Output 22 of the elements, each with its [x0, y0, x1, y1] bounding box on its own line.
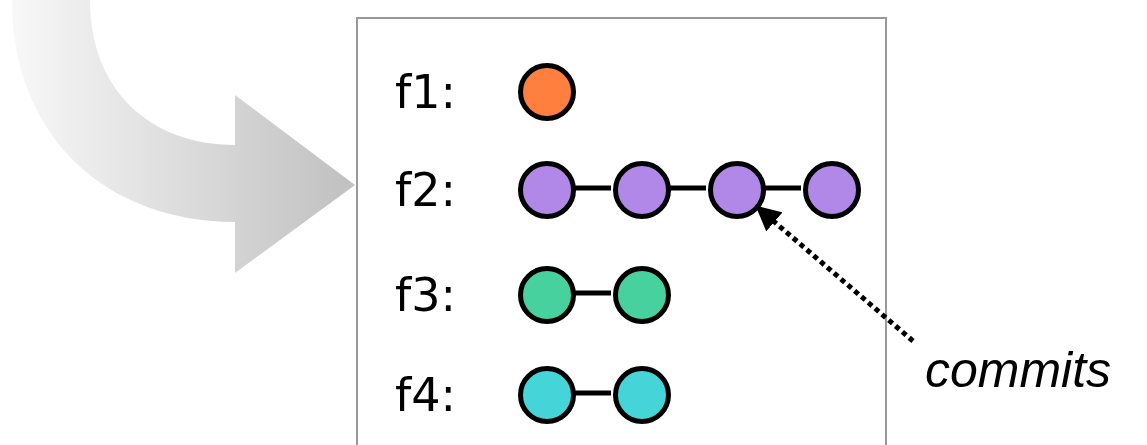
connector-line	[669, 185, 706, 191]
commit-circle	[518, 63, 576, 121]
commit-circle	[518, 366, 576, 424]
commit-circle	[803, 161, 861, 219]
row-label: f3:	[395, 272, 456, 318]
row-label: f1:	[395, 69, 456, 115]
commit-circle	[518, 266, 576, 324]
commit-circle	[708, 161, 766, 219]
commit-circle	[613, 161, 671, 219]
commit-circle	[518, 161, 576, 219]
commit-circle	[613, 366, 671, 424]
curved-arrow	[12, 0, 355, 273]
leader-line	[755, 205, 915, 343]
connector-line	[764, 185, 801, 191]
row-label: f4:	[395, 372, 456, 418]
callout-label: commits	[925, 345, 1112, 395]
connector-line	[574, 290, 611, 296]
panel-box	[356, 17, 887, 445]
commit-circle	[613, 266, 671, 324]
connector-line	[574, 390, 611, 396]
row-label: f2:	[395, 167, 456, 213]
connector-line	[574, 185, 611, 191]
